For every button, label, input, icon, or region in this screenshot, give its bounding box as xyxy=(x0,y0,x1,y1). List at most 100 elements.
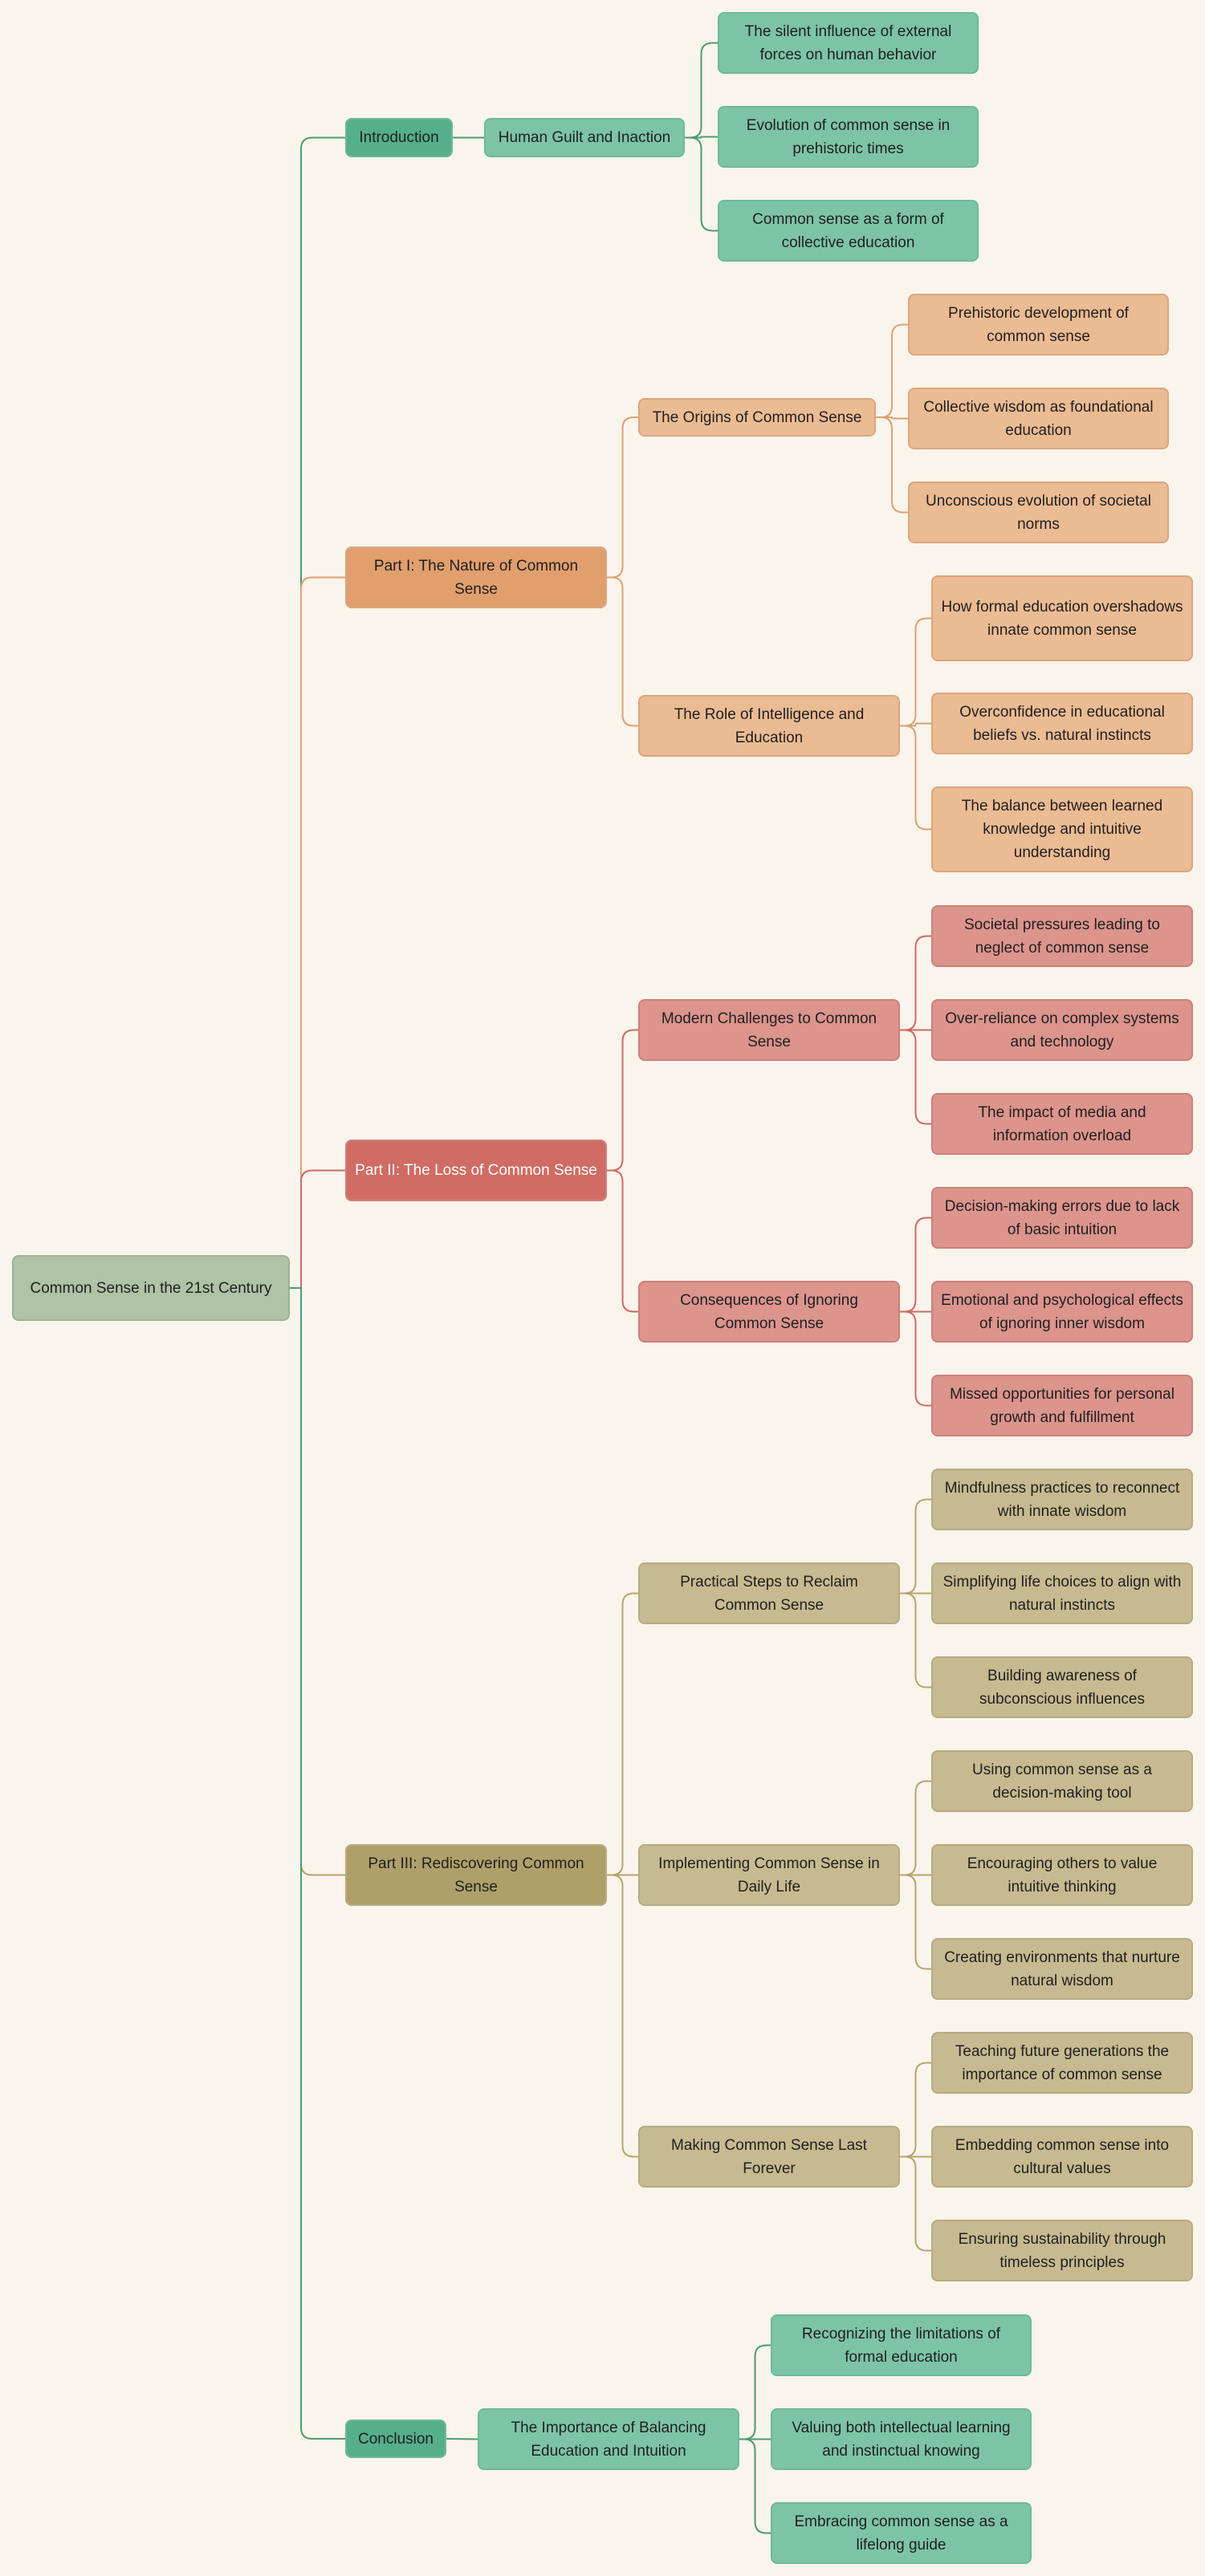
connector-root-section-3 xyxy=(290,1287,345,1876)
point-node-1-1-2-label: The balance between learned knowledge an… xyxy=(961,798,1163,861)
connector-topic-point-1-0-1 xyxy=(876,416,908,420)
topic-node-3-0[interactable]: Practical Steps to Reclaim Common Sense xyxy=(638,1562,900,1624)
connector-topic-point-0-0-1 xyxy=(685,136,718,139)
section-node-1-label: Part I: The Nature of Common Sense xyxy=(373,557,579,598)
point-node-1-1-2[interactable]: The balance between learned knowledge an… xyxy=(931,786,1193,872)
point-node-3-2-1-label: Embedding common sense into cultural val… xyxy=(955,2136,1170,2177)
point-node-4-0-1[interactable]: Valuing both intellectual learning and i… xyxy=(771,2408,1032,2470)
point-node-1-0-0-label: Prehistoric development of common sense xyxy=(948,304,1129,345)
point-node-2-1-2[interactable]: Missed opportunities for personal growth… xyxy=(931,1375,1193,1436)
topic-node-1-1[interactable]: The Role of Intelligence and Education xyxy=(638,695,900,757)
point-node-0-0-2-label: Common sense as a form of collective edu… xyxy=(752,210,944,251)
topic-node-3-1-label: Implementing Common Sense in Daily Life xyxy=(658,1855,880,1895)
point-node-3-2-0-label: Teaching future generations the importan… xyxy=(955,2042,1170,2083)
topic-node-0-0[interactable]: Human Guilt and Inaction xyxy=(484,118,685,157)
connector-topic-point-1-1-1 xyxy=(900,722,931,727)
connector-topic-point-4-0-2 xyxy=(739,2438,771,2534)
topic-node-3-1[interactable]: Implementing Common Sense in Daily Life xyxy=(638,1844,900,1906)
point-node-3-0-0-label: Mindfulness practices to reconnect with … xyxy=(944,1479,1180,1520)
point-node-4-0-2-label: Embracing common sense as a lifelong gui… xyxy=(794,2513,1008,2554)
connector-topic-point-2-1-0 xyxy=(900,1217,931,1313)
point-node-3-1-0[interactable]: Using common sense as a decision-making … xyxy=(931,1750,1193,1812)
topic-node-3-2[interactable]: Making Common Sense Last Forever xyxy=(638,2126,900,2188)
point-node-3-1-1[interactable]: Encouraging others to value intuitive th… xyxy=(931,1844,1193,1906)
connector-topic-point-3-0-2 xyxy=(900,1592,931,1688)
point-node-0-0-2[interactable]: Common sense as a form of collective edu… xyxy=(718,200,979,262)
point-node-2-0-2[interactable]: The impact of media and information over… xyxy=(931,1093,1193,1155)
point-node-2-0-2-label: The impact of media and information over… xyxy=(978,1103,1146,1144)
point-node-2-1-1[interactable]: Emotional and psychological effects of i… xyxy=(931,1281,1193,1343)
point-node-4-0-0[interactable]: Recognizing the limitations of formal ed… xyxy=(771,2314,1032,2376)
point-node-1-0-2-label: Unconscious evolution of societal norms xyxy=(926,492,1151,533)
point-node-1-1-1-label: Overconfidence in educational beliefs vs… xyxy=(959,703,1165,744)
point-node-3-2-1[interactable]: Embedding common sense into cultural val… xyxy=(931,2126,1193,2188)
topic-node-4-0[interactable]: The Importance of Balancing Education an… xyxy=(478,2408,739,2470)
point-node-2-1-2-label: Missed opportunities for personal growth… xyxy=(950,1385,1174,1426)
point-node-0-0-0-label: The silent influence of external forces … xyxy=(744,22,952,63)
connector-section-topic-2-1 xyxy=(607,1169,638,1313)
connector-topic-point-3-1-2 xyxy=(900,1874,931,1970)
topic-node-1-0-label: The Origins of Common Sense xyxy=(652,408,862,426)
section-node-2-label: Part II: The Loss of Common Sense xyxy=(355,1162,597,1179)
point-node-2-1-0[interactable]: Decision-making errors due to lack of ba… xyxy=(931,1187,1193,1249)
point-node-3-2-2-label: Ensuring sustainability through timeless… xyxy=(958,2230,1166,2271)
section-node-0-label: Introduction xyxy=(359,129,439,146)
root-node-label: Common Sense in the 21st Century xyxy=(30,1279,272,1297)
connector-topic-point-3-2-2 xyxy=(900,2155,931,2252)
connector-topic-point-4-0-0 xyxy=(739,2344,771,2440)
point-node-3-0-0[interactable]: Mindfulness practices to reconnect with … xyxy=(931,1469,1193,1530)
point-node-4-0-0-label: Recognizing the limitations of formal ed… xyxy=(801,2325,1001,2366)
connector-topic-point-0-0-0 xyxy=(685,42,718,139)
section-node-4[interactable]: Conclusion xyxy=(345,2420,446,2458)
point-node-1-0-2[interactable]: Unconscious evolution of societal norms xyxy=(908,481,1169,543)
point-node-2-0-0-label: Societal pressures leading to neglect of… xyxy=(964,916,1160,957)
point-node-3-0-2[interactable]: Building awareness of subconscious influ… xyxy=(931,1656,1193,1718)
point-node-3-1-1-label: Encouraging others to value intuitive th… xyxy=(967,1855,1158,1895)
connector-topic-point-3-1-0 xyxy=(900,1780,931,1876)
connector-topic-point-2-0-2 xyxy=(900,1029,931,1125)
point-node-3-2-0[interactable]: Teaching future generations the importan… xyxy=(931,2032,1193,2094)
topic-node-1-1-label: The Role of Intelligence and Education xyxy=(674,705,865,746)
section-node-3[interactable]: Part III: Rediscovering Common Sense xyxy=(345,1844,607,1906)
point-node-3-0-2-label: Building awareness of subconscious influ… xyxy=(979,1667,1145,1708)
connector-topic-point-1-0-2 xyxy=(876,416,908,514)
connector-topic-point-1-1-0 xyxy=(900,617,931,727)
point-node-1-0-1-label: Collective wisdom as foundational educat… xyxy=(923,398,1154,439)
topic-node-2-1-label: Consequences of Ignoring Common Sense xyxy=(680,1291,858,1332)
connector-root-section-0 xyxy=(290,136,345,1289)
point-node-1-1-0[interactable]: How formal education overshadows innate … xyxy=(931,575,1193,661)
point-node-4-0-2[interactable]: Embracing common sense as a lifelong gui… xyxy=(771,2502,1032,2564)
topic-node-1-0[interactable]: The Origins of Common Sense xyxy=(638,398,876,437)
section-node-2[interactable]: Part II: The Loss of Common Sense xyxy=(345,1140,607,1201)
topic-node-2-0[interactable]: Modern Challenges to Common Sense xyxy=(638,999,900,1061)
point-node-0-0-1[interactable]: Evolution of common sense in prehistoric… xyxy=(718,106,979,168)
point-node-3-1-0-label: Using common sense as a decision-making … xyxy=(972,1761,1152,1802)
point-node-3-2-2[interactable]: Ensuring sustainability through timeless… xyxy=(931,2220,1193,2281)
connector-section-topic-1-1 xyxy=(607,576,638,727)
connector-root-section-1 xyxy=(290,576,345,1289)
point-node-1-0-0[interactable]: Prehistoric development of common sense xyxy=(908,294,1169,356)
connector-root-section-2 xyxy=(290,1169,345,1289)
point-node-2-0-1-label: Over-reliance on complex systems and tec… xyxy=(945,1010,1179,1050)
connector-topic-point-3-0-0 xyxy=(900,1498,931,1595)
point-node-1-0-1[interactable]: Collective wisdom as foundational educat… xyxy=(908,388,1169,449)
point-node-1-1-1[interactable]: Overconfidence in educational beliefs vs… xyxy=(931,693,1193,754)
point-node-3-0-1[interactable]: Simplifying life choices to align with n… xyxy=(931,1562,1193,1624)
point-node-0-0-0[interactable]: The silent influence of external forces … xyxy=(718,12,979,74)
section-node-0[interactable]: Introduction xyxy=(345,118,453,157)
point-node-3-1-2[interactable]: Creating environments that nurture natur… xyxy=(931,1938,1193,2000)
section-node-1[interactable]: Part I: The Nature of Common Sense xyxy=(345,546,607,608)
point-node-2-0-0[interactable]: Societal pressures leading to neglect of… xyxy=(931,905,1193,967)
section-node-3-label: Part III: Rediscovering Common Sense xyxy=(368,1855,584,1895)
topic-node-2-1[interactable]: Consequences of Ignoring Common Sense xyxy=(638,1281,900,1343)
point-node-1-1-0-label: How formal education overshadows innate … xyxy=(941,598,1183,639)
section-node-4-label: Conclusion xyxy=(358,2430,434,2448)
point-node-2-0-1[interactable]: Over-reliance on complex systems and tec… xyxy=(931,999,1193,1061)
point-node-3-1-2-label: Creating environments that nurture natur… xyxy=(944,1948,1180,1989)
topic-node-3-2-label: Making Common Sense Last Forever xyxy=(671,2136,867,2177)
root-node[interactable]: Common Sense in the 21st Century xyxy=(12,1255,290,1321)
topic-node-2-0-label: Modern Challenges to Common Sense xyxy=(661,1010,877,1050)
topic-node-4-0-label: The Importance of Balancing Education an… xyxy=(511,2419,706,2460)
connector-section-topic-4-0 xyxy=(446,2438,478,2440)
